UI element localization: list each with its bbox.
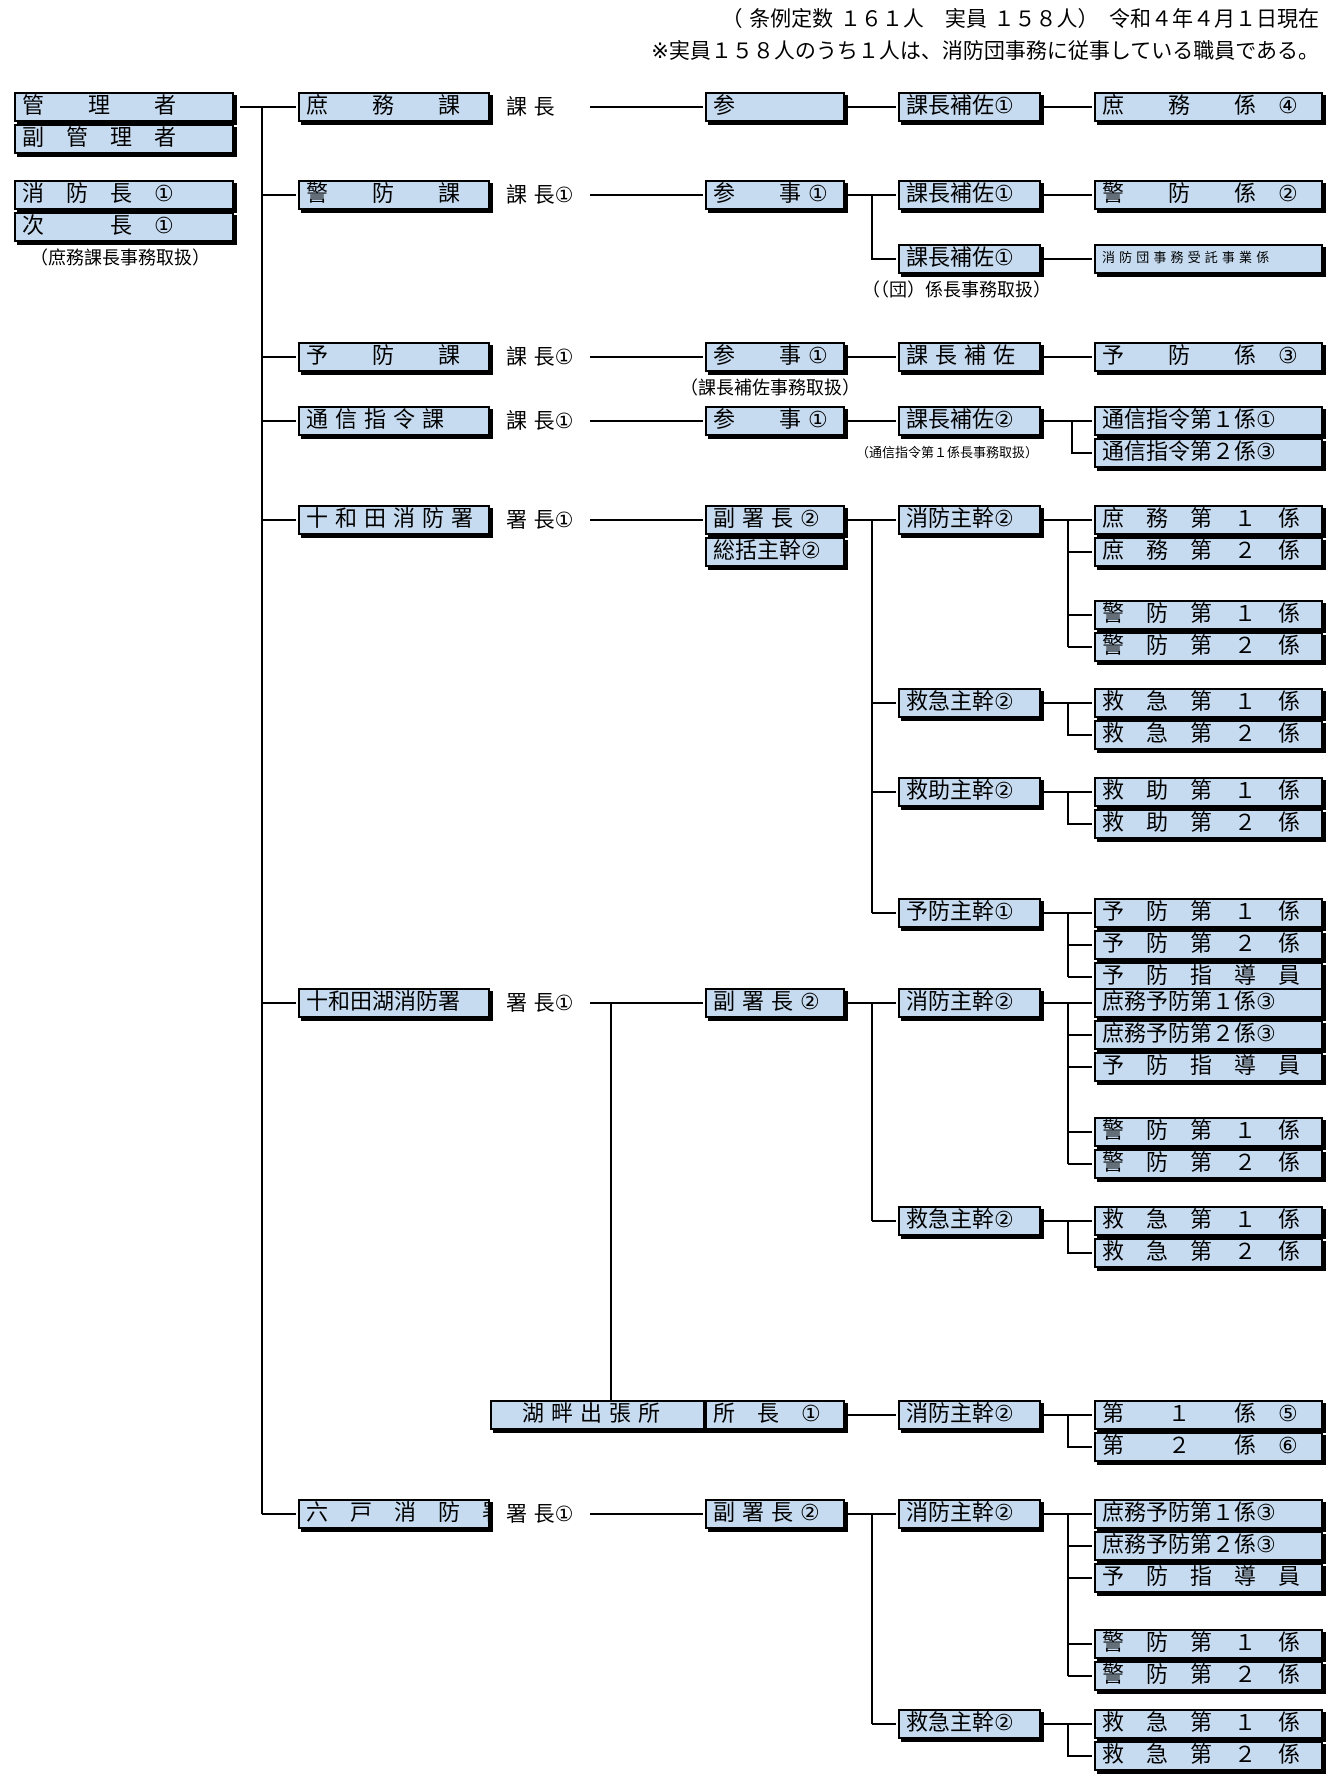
kakari-towada-yobou-1: 予 防 第 １ 係 ⑧ bbox=[1094, 898, 1323, 928]
kyujo-towada: 救助主幹② bbox=[898, 777, 1041, 807]
header-quota: （ 条例定数 １６１人 実員 １５８人） 令和４年４月１日現在 bbox=[721, 7, 1319, 31]
head-rokunohe: 署 長① bbox=[506, 1502, 574, 1526]
kakari-towadako-shomu-2: 庶務予防第２係③ bbox=[1094, 1020, 1323, 1050]
kakari-rokunohe-keibou-1: 警 防 第 １ 係 ③ bbox=[1094, 1629, 1323, 1659]
head-yobou: 課 長① bbox=[506, 345, 574, 369]
kakari-rokunohe-shomu-2: 庶務予防第２係③ bbox=[1094, 1531, 1323, 1561]
shubou-towadako: 消防主幹② bbox=[898, 988, 1041, 1018]
hosa-yobou: 課 長 補 佐 bbox=[898, 342, 1041, 372]
kyukyu-rokunohe: 救急主幹② bbox=[898, 1709, 1041, 1739]
header-note: ※実員１５８人のうち１人は、消防団事務に従事している職員である。 bbox=[651, 39, 1319, 63]
division-rokunohe: 六 戸 消 防 署 bbox=[298, 1499, 490, 1529]
division-shomu: 庶 務 課 bbox=[298, 92, 490, 122]
branch-kohan: 湖 畔 出 張 所 bbox=[490, 1400, 705, 1430]
fukushocho-towada: 副 署 長 ② bbox=[705, 505, 845, 535]
kakari-keibou: 警 防 係 ② bbox=[1094, 180, 1323, 210]
division-towada: 十 和 田 消 防 署 bbox=[298, 505, 490, 535]
division-yobou: 予 防 課 bbox=[298, 342, 490, 372]
kakari-towada-shomu-2: 庶 務 第 ２ 係 ④ bbox=[1094, 537, 1323, 567]
kakari-tsushin-1: 通信指令第１係① bbox=[1094, 406, 1323, 436]
yobou-towada: 予防主幹① bbox=[898, 898, 1041, 928]
head-keibou: 課 長① bbox=[506, 183, 574, 207]
sanji-tsushin: 参 事 ① bbox=[705, 406, 845, 436]
box-jichou: 次 長 ① bbox=[14, 212, 234, 242]
shubou-rokunohe: 消防主幹② bbox=[898, 1499, 1041, 1529]
division-keibou: 警 防 課 bbox=[298, 180, 490, 210]
kakari-towada-shidou: 予 防 指 導 員 ② bbox=[1094, 962, 1323, 992]
kakari-towadako-shidou: 予 防 指 導 員 ① bbox=[1094, 1052, 1323, 1082]
kakari-kohan-2: 第 ２ 係 ⑥ bbox=[1094, 1432, 1323, 1462]
soukatsu-towada: 総括主幹② bbox=[705, 537, 845, 567]
shubou-kohan: 消防主幹② bbox=[898, 1400, 1041, 1430]
note-tsushin: （通信指令第１係長事務取扱） bbox=[856, 446, 1039, 461]
division-towadako: 十和田湖消防署 bbox=[298, 988, 490, 1018]
sanji-shomu: 参 事 bbox=[705, 92, 845, 122]
fukushocho-rokunohe: 副 署 長 ② bbox=[705, 1499, 845, 1529]
head-towada: 署 長① bbox=[506, 508, 574, 532]
kakari-towadako-keibou-1: 警 防 第 １ 係 ③ bbox=[1094, 1117, 1323, 1147]
kakari-towada-yobou-2: 予 防 第 ２ 係 ⑧ bbox=[1094, 930, 1323, 960]
hosa-tsushin: 課長補佐② bbox=[898, 406, 1041, 436]
kakari-towadako-kyukyu-2: 救 急 第 ２ 係 ② bbox=[1094, 1238, 1323, 1268]
head-shomu: 課 長 bbox=[506, 95, 555, 119]
kakari-towadako-shomu-1: 庶務予防第１係③ bbox=[1094, 988, 1323, 1018]
head-towadako: 署 長① bbox=[506, 991, 574, 1015]
note-yobou: （課長補佐事務取扱） bbox=[680, 378, 860, 399]
note-keibou: （（団）係長事務取扱） bbox=[862, 280, 1051, 301]
kakari-towada-kyujo-2: 救 助 第 ２ 係 ③ bbox=[1094, 809, 1323, 839]
kakari-rokunohe-kyukyu-1: 救 急 第 １ 係 ② bbox=[1094, 1709, 1323, 1739]
kakari-towada-shomu-1: 庶 務 第 １ 係 ④ bbox=[1094, 505, 1323, 535]
shubou-towada: 消防主幹② bbox=[898, 505, 1041, 535]
kyukyu-towada: 救急主幹② bbox=[898, 688, 1041, 718]
kakari-shomu: 庶 務 係 ④ bbox=[1094, 92, 1323, 122]
hosa-shomu: 課長補佐① bbox=[898, 92, 1041, 122]
kakari-towadako-keibou-2: 警 防 第 ２ 係 ③ bbox=[1094, 1149, 1323, 1179]
kakari-shoubodan: 消 防 団 事 務 受 託 事 業 係 bbox=[1094, 244, 1323, 274]
branch-head: 所 長 ① bbox=[705, 1400, 845, 1430]
fukushocho-towadako: 副 署 長 ② bbox=[705, 988, 845, 1018]
kakari-towada-keibou-1: 警 防 第 １ 係 ⑦ bbox=[1094, 600, 1323, 630]
kakari-rokunohe-shidou: 予 防 指 導 員 ① bbox=[1094, 1563, 1323, 1593]
box-kanrisha: 管 理 者 bbox=[14, 92, 234, 122]
kakari-towadako-kyukyu-1: 救 急 第 １ 係 ② bbox=[1094, 1206, 1323, 1236]
box-fuku-kanrisha: 副 管 理 者 bbox=[14, 124, 234, 154]
kakari-towada-keibou-2: 警 防 第 ２ 係 ⑦ bbox=[1094, 632, 1323, 662]
hosa-keibou-2: 課長補佐① bbox=[898, 244, 1041, 274]
kakari-yobou: 予 防 係 ③ bbox=[1094, 342, 1323, 372]
kakari-rokunohe-kyukyu-2: 救 急 第 ２ 係 ② bbox=[1094, 1741, 1323, 1771]
kakari-rokunohe-shomu-1: 庶務予防第１係③ bbox=[1094, 1499, 1323, 1529]
hosa-keibou-1: 課長補佐① bbox=[898, 180, 1041, 210]
note-jichou: （庶務課長事務取扱） bbox=[30, 248, 210, 269]
kakari-tsushin-2: 通信指令第２係③ bbox=[1094, 438, 1323, 468]
box-shoubouchou: 消 防 長 ① bbox=[14, 180, 234, 210]
kakari-towada-kyujo-1: 救 助 第 １ 係 ③ bbox=[1094, 777, 1323, 807]
kakari-towada-kyukyu-2: 救 急 第 ２ 係 ⑥ bbox=[1094, 720, 1323, 750]
division-tsushin: 通 信 指 令 課 bbox=[298, 406, 490, 436]
sanji-keibou: 参 事 ① bbox=[705, 180, 845, 210]
kakari-rokunohe-keibou-2: 警 防 第 ２ 係 ③ bbox=[1094, 1661, 1323, 1691]
kakari-kohan-1: 第 １ 係 ⑤ bbox=[1094, 1400, 1323, 1430]
kakari-towada-kyukyu-1: 救 急 第 １ 係 ⑥ bbox=[1094, 688, 1323, 718]
sanji-yobou: 参 事 ① bbox=[705, 342, 845, 372]
head-tsushin: 課 長① bbox=[506, 409, 574, 433]
kyukyu-towadako: 救急主幹② bbox=[898, 1206, 1041, 1236]
